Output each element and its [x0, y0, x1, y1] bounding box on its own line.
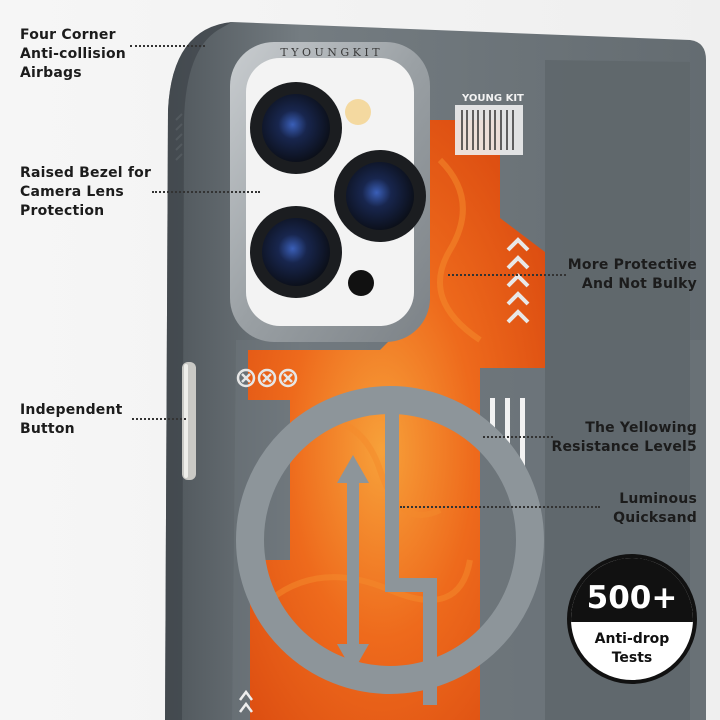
leader-line: [483, 436, 553, 438]
feature-text: And Not Bulky: [581, 276, 697, 292]
feature-text: Four Corner: [20, 27, 116, 43]
feature-independent-button: Independent Button: [20, 401, 123, 439]
feature-text: Quicksand: [613, 510, 697, 526]
feature-text: Camera Lens: [20, 184, 124, 200]
feature-raised-bezel: Raised Bezel for Camera Lens Protection: [20, 164, 151, 221]
lidar-sensor: [348, 270, 374, 296]
feature-text: Button: [20, 421, 75, 437]
chevron-arrows: [506, 237, 530, 324]
screw-icons: [236, 368, 298, 388]
badge-caption: Anti-drop Tests: [571, 630, 693, 668]
feature-luminous-quicksand: Luminous Quicksand: [560, 490, 697, 528]
badge-value: 500+: [571, 558, 693, 622]
double-arrow: [337, 455, 369, 672]
ring-connector: [385, 400, 437, 705]
leader-line: [132, 418, 186, 420]
badge-text: Anti-drop: [594, 631, 670, 647]
leader-line: [130, 45, 205, 47]
feature-text: The Yellowing: [585, 420, 697, 436]
anti-drop-badge: 500+ Anti-drop Tests: [567, 554, 697, 684]
leader-line: [400, 506, 600, 508]
vertical-marks: [490, 398, 525, 468]
bezel-letters: T Y O U N G K I T: [280, 46, 380, 59]
leader-line: [152, 191, 260, 193]
feature-text: Resistance Level5: [551, 439, 697, 455]
camera-lens-1: [250, 82, 342, 174]
feature-text: Luminous: [619, 491, 697, 507]
feature-text: Independent: [20, 402, 123, 418]
badge-text: Tests: [611, 650, 653, 666]
feature-text: More Protective: [567, 257, 697, 273]
feature-more-protective: More Protective And Not Bulky: [540, 256, 697, 294]
flash: [345, 99, 371, 125]
case-side-edge: [165, 22, 232, 720]
leader-line: [448, 274, 566, 276]
camera-lens-2: [334, 150, 426, 242]
side-grip-pattern: [175, 113, 183, 161]
camera-lens-3: [250, 206, 342, 298]
feature-text: Airbags: [20, 65, 82, 81]
right-strip: [545, 60, 690, 720]
feature-text: Raised Bezel for: [20, 165, 152, 181]
feature-yellowing-resistance: The Yellowing Resistance Level5: [540, 419, 697, 457]
feature-text: Protection: [20, 203, 105, 219]
feature-text: Anti-collision: [20, 46, 126, 62]
bottom-arrow-mark: [239, 689, 253, 713]
barcode: [461, 110, 514, 150]
brand-logo: YOUNG KIT: [461, 93, 524, 104]
feature-airbags: Four Corner Anti-collision Airbags: [20, 26, 126, 83]
